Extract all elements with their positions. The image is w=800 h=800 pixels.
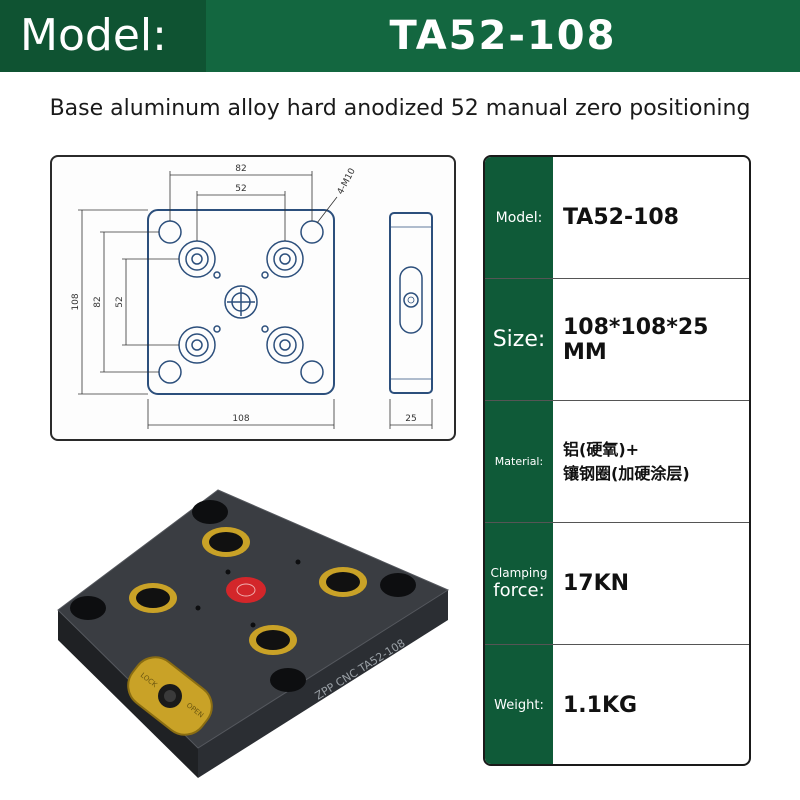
spec-value-text-2: 镶钢圈(加硬涂层) — [563, 463, 690, 483]
corner-hole — [270, 668, 306, 692]
spec-row-model: Model: TA52-108 — [485, 157, 749, 278]
spec-value-text: TA52-108 — [563, 205, 679, 230]
brass-ring — [319, 567, 367, 597]
spec-label: Clamping force: — [485, 523, 553, 644]
block-top-face — [57, 489, 450, 749]
header-bar: Model: TA52-108 — [0, 0, 800, 72]
spec-row-weight: Weight: 1.1KG — [485, 644, 749, 764]
block-left-face — [58, 610, 198, 778]
spec-label-text: Weight: — [494, 698, 544, 713]
side-view-outline — [389, 212, 433, 394]
brass-ring — [202, 527, 250, 557]
spec-table: Model: TA52-108 Size: 108*108*25 MM Mate… — [483, 155, 751, 766]
dim-82-top: 82 — [235, 164, 246, 174]
ring-hole — [178, 240, 216, 278]
ring-hole — [266, 326, 304, 364]
spec-label: Material: — [485, 401, 553, 522]
spec-value-text: 铝(硬氧)+ — [563, 439, 640, 459]
spec-row-material: Material: 铝(硬氧)+ 镶钢圈(加硬涂层) — [485, 400, 749, 522]
header-label-block: Model: — [0, 0, 206, 72]
product-photo: ZPP CNC TA52-108 LOCK OPEN — [57, 489, 450, 778]
dim-108-bottom: 108 — [232, 414, 249, 424]
spec-value: TA52-108 — [563, 157, 743, 278]
spec-label: Weight: — [485, 645, 553, 764]
spec-label: Size: — [485, 279, 553, 400]
spec-row-size: Size: 108*108*25 MM — [485, 278, 749, 400]
plate-outline — [147, 209, 335, 395]
spec-value-text: 1.1KG — [563, 693, 638, 718]
brass-ring — [249, 625, 297, 655]
header-model-number: TA52-108 — [389, 13, 617, 59]
technical-drawing: 82 52 4-M10 108 82 52 108 25 — [50, 155, 456, 441]
spec-value: 铝(硬氧)+ 镶钢圈(加硬涂层) — [563, 401, 743, 522]
corner-hole — [380, 573, 416, 597]
spec-label-text: Clamping — [490, 566, 548, 580]
ring-hole — [266, 240, 304, 278]
corner-hole — [158, 220, 182, 244]
dim-52-top: 52 — [235, 184, 246, 194]
ring-hole — [178, 326, 216, 364]
brass-ring — [129, 583, 177, 613]
spec-label-text: Model: — [495, 209, 543, 226]
corner-hole — [300, 360, 324, 384]
lock-plate: LOCK OPEN — [127, 656, 213, 736]
dim-82-side: 82 — [93, 296, 103, 307]
spec-label-text-2: force: — [493, 580, 545, 601]
product-description: Base aluminum alloy hard anodized 52 man… — [49, 96, 751, 121]
red-center-lock — [226, 577, 266, 603]
spec-value-text: 108*108*25 — [563, 314, 709, 340]
header-label: Model: — [20, 10, 167, 61]
spec-value: 1.1KG — [563, 645, 743, 764]
corner-hole — [192, 500, 228, 524]
spec-value: 108*108*25 MM — [563, 279, 743, 400]
thread-note: 4-M10 — [336, 167, 358, 197]
spec-label-text: Size: — [492, 327, 546, 352]
corner-hole — [70, 596, 106, 620]
spec-value: 17KN — [563, 523, 743, 644]
spec-row-clamping-force: Clamping force: 17KN — [485, 522, 749, 644]
dim-52-side: 52 — [115, 296, 125, 307]
drawing-svg: 82 52 4-M10 108 82 52 108 25 — [71, 164, 433, 429]
spec-value-text-2: MM — [563, 339, 607, 365]
center-lock-hole — [224, 285, 258, 319]
spec-label: Model: — [485, 157, 553, 278]
spec-value-text: 17KN — [563, 571, 630, 596]
corner-hole — [158, 360, 182, 384]
dim-108-side: 108 — [71, 293, 81, 310]
dim-25: 25 — [405, 414, 416, 424]
spec-label-text: Material: — [494, 455, 544, 468]
corner-hole — [300, 220, 324, 244]
block-right-face — [198, 590, 448, 778]
